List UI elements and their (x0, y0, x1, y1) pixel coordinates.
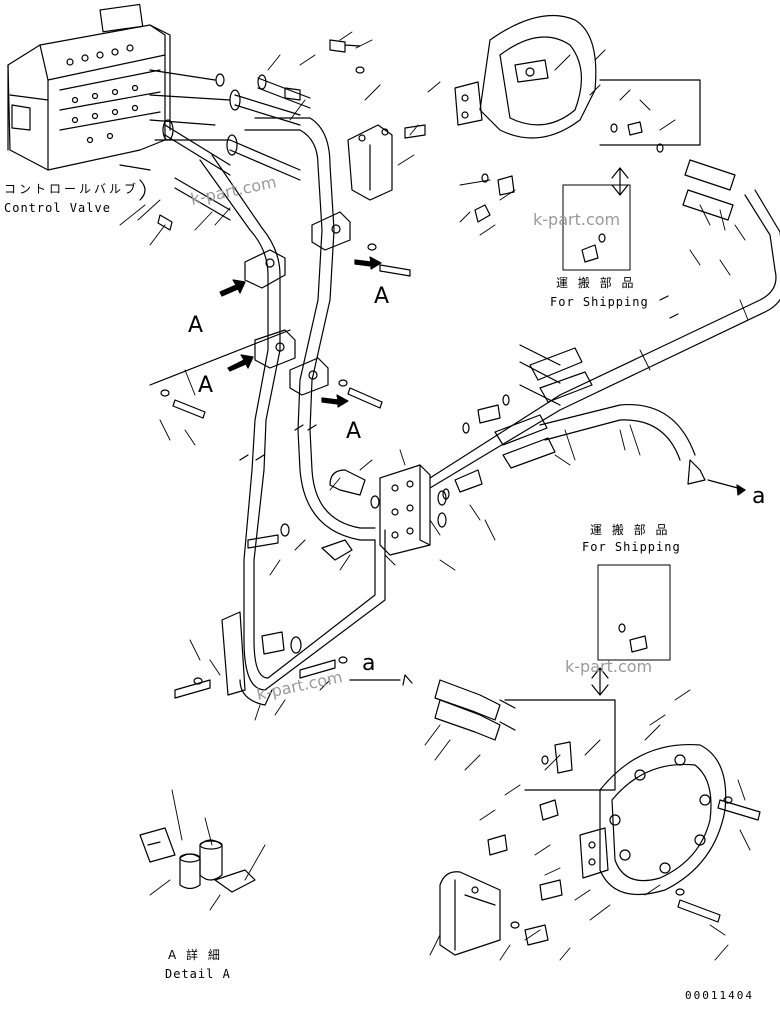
left-fittings (139, 39, 365, 231)
callout-small-a-left: a (362, 651, 375, 676)
callout-a-4: A (346, 419, 361, 444)
right-hoses (429, 189, 780, 496)
clamp-arrows (219, 256, 382, 408)
swing-motor-bottom (504, 564, 761, 923)
top-bracket (347, 124, 515, 223)
lower-hose-fittings (349, 674, 516, 741)
detail-a-label-jp: A 詳 細 (168, 947, 223, 962)
swing-motor-top (454, 14, 701, 271)
manifold-plate (321, 464, 447, 561)
for-shipping-top-en: For Shipping (550, 295, 649, 309)
control-valve-label-jp: コントロールバルブ (4, 181, 139, 196)
pipe-clamps (244, 211, 351, 396)
bottom-bracket (439, 834, 549, 956)
for-shipping-mid-en: For Shipping (582, 540, 681, 554)
callout-a-3: A (374, 284, 389, 309)
callout-a-2: A (198, 373, 213, 398)
control-valve-block (7, 3, 171, 171)
lower-left-fittings (174, 523, 348, 706)
detail-a-label-en: Detail A (165, 967, 231, 981)
watermark-2: k-part.com (533, 210, 620, 229)
clamp-bolts (149, 243, 411, 419)
for-shipping-top-jp: 運 搬 部 品 (556, 275, 636, 290)
detail-a (139, 827, 256, 893)
control-valve-label-en: Control Valve (4, 201, 111, 215)
for-shipping-mid-jp: 運 搬 部 品 (590, 522, 670, 537)
callout-small-a-right: a (752, 484, 765, 509)
callout-a-1: A (188, 313, 203, 338)
watermark-3: k-part.com (565, 657, 652, 676)
part-number: 00011404 (685, 989, 754, 1002)
hose-fittings (442, 159, 736, 500)
watermark-1: k-part.com (189, 172, 278, 209)
left-pipes (199, 117, 386, 691)
